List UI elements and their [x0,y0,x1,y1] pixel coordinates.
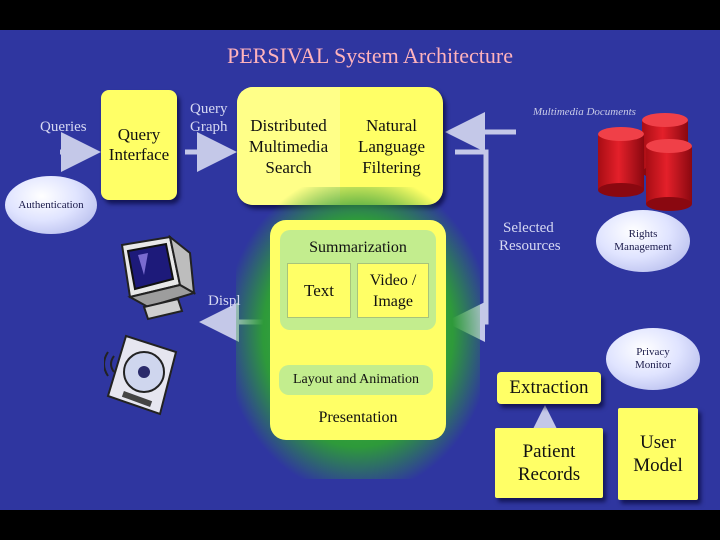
rights-line-2: Management [614,241,672,253]
rights-line-1: Rights [628,228,658,240]
authentication-label: Authentication [18,198,84,211]
patient-line-2: Records [517,464,581,485]
display-label: Displ [208,293,241,309]
nlf-line-3: Filtering [362,157,421,177]
database-icon [598,113,692,211]
presentation-label: Presentation [318,409,398,426]
layout-animation-box: Layout and Animation [279,365,433,395]
privacy-line-1: Privacy [636,346,670,358]
slide: PERSIVAL System Architecture Queries Que… [0,30,720,510]
patient-records-box: Patient Records [495,428,603,498]
user-model-box: User Model [618,408,698,500]
page-title: PERSIVAL System Architecture [227,43,513,68]
query-interface-line-1: Query [117,125,161,144]
text-box: Text [287,263,351,318]
query-interface-line-2: Interface [108,145,170,164]
privacy-monitor-ellipse: Privacy Monitor [606,328,700,390]
patient-line-1: Patient [522,441,576,462]
dms-line-1: Distributed [250,115,327,135]
search-filter-box: Distributed Multimedia Search Natural La… [237,87,443,205]
query-interface-box: Query Interface [101,90,177,200]
privacy-line-2: Monitor [634,359,672,371]
user-line-1: User [640,432,676,453]
summarization-label: Summarization [309,239,407,256]
video-line-2: Image [373,292,413,310]
monitor-icon [120,235,196,321]
user-line-2: Model [633,455,683,476]
selected-resources-line-2: Resources [499,238,561,254]
natural-language-filtering-box: Natural Language Filtering [340,87,443,205]
multimedia-documents-label: Multimedia Documents [533,106,636,118]
rights-management-ellipse: Rights Management [596,210,690,272]
nlf-line-1: Natural [366,115,417,135]
dms-line-3: Search [265,157,312,177]
query-graph-label-2: Graph [190,119,228,135]
nlf-line-2: Language [357,136,426,156]
queries-label: Queries [40,119,87,135]
selected-resources-line-1: Selected [503,220,554,236]
distributed-search-box: Distributed Multimedia Search [237,87,340,205]
video-image-box: Video / Image [357,263,429,318]
query-graph-label-1: Query [190,101,228,117]
authentication-ellipse: Authentication [5,176,97,234]
cd-player-icon [104,334,178,416]
extraction-box: Extraction [497,372,601,404]
video-line-1: Video / [369,271,417,289]
dms-line-2: Multimedia [248,136,329,156]
